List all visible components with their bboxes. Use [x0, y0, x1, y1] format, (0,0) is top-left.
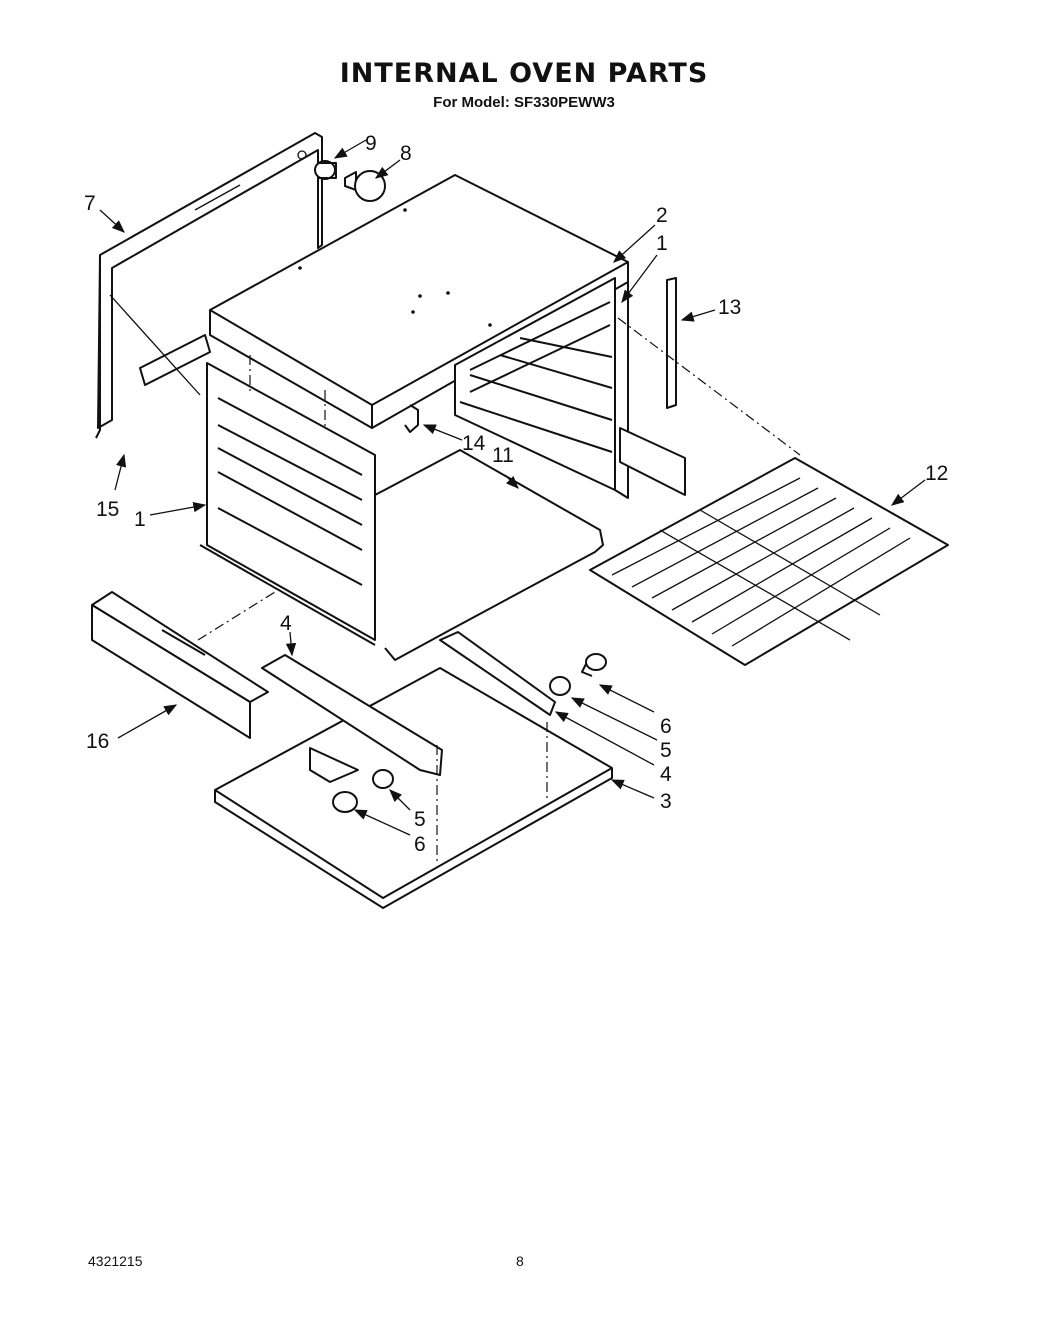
- part-6-leveler-foot-right: [581, 653, 607, 677]
- callout-3: 3: [660, 790, 672, 813]
- part-4-rail-left: [261, 654, 443, 776]
- callout-1-left: 1: [134, 508, 146, 531]
- part-4-rail-right: [439, 631, 556, 716]
- callout-5-right: 5: [660, 739, 672, 762]
- callout-11: 11: [492, 444, 514, 467]
- callout-4-top: 4: [280, 612, 292, 635]
- page-title: INTERNAL OVEN PARTS: [339, 58, 709, 89]
- part-5-leveler-nut-right: [549, 676, 571, 696]
- part-16-vent-deflector: [91, 591, 269, 739]
- callout-2: 2: [656, 204, 668, 227]
- callout-16: 16: [86, 730, 109, 753]
- callout-14: 14: [462, 432, 486, 455]
- callout-9: 9: [365, 132, 377, 155]
- part-9-lamp-socket: [314, 160, 337, 180]
- callout-15: 15: [96, 498, 119, 521]
- alignment-lines: [109, 294, 801, 865]
- part-1-right-rack-support: [454, 277, 686, 499]
- callout-4-right: 4: [660, 763, 672, 786]
- part-13-side-trim: [666, 277, 677, 409]
- part-11-oven-bottom: [374, 449, 604, 661]
- callout-6-right: 6: [660, 715, 672, 738]
- callout-1-top: 1: [656, 232, 668, 255]
- callout-labels: 9 8 7 2 1 13 14 11 12 15 1 4 16 6 5 4 3 …: [84, 132, 948, 856]
- callout-12: 12: [925, 462, 948, 485]
- part-7-back-panel: [95, 132, 323, 439]
- model-subtitle: For Model: SF330PEWW3: [433, 94, 615, 111]
- part-14-bracket: [404, 404, 419, 433]
- callout-13: 13: [718, 296, 741, 319]
- part-1-left-rack-support: [139, 334, 376, 646]
- document-number: 4321215: [88, 1253, 143, 1269]
- part-5-leveler-nut-left: [372, 769, 394, 789]
- callout-5-left: 5: [414, 808, 426, 831]
- callout-8: 8: [400, 142, 412, 165]
- part-6-leveler-foot-left: [332, 791, 358, 813]
- leader-lines: [99, 139, 926, 836]
- page-number: 8: [516, 1253, 524, 1269]
- part-12-oven-rack: [589, 457, 949, 666]
- callout-7: 7: [84, 192, 96, 215]
- callout-6-left: 6: [414, 833, 426, 856]
